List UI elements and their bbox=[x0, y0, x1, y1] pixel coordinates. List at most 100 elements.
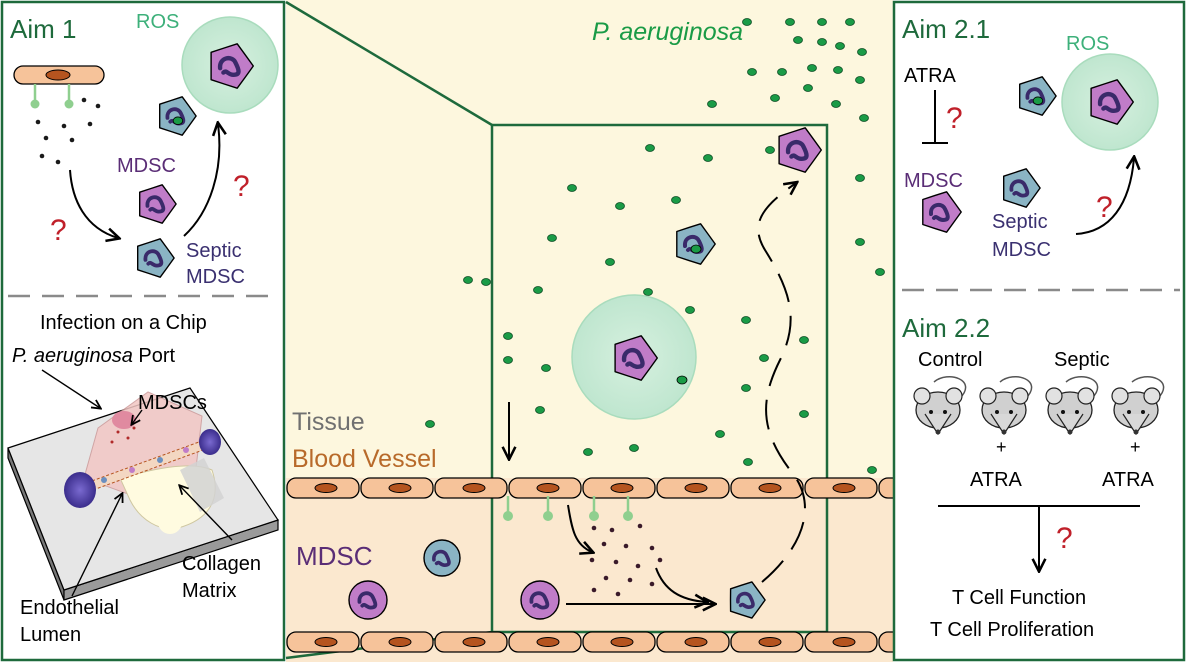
bacterium bbox=[643, 288, 653, 296]
bacterium bbox=[742, 18, 752, 26]
center-mdsc-vessel-2 bbox=[520, 580, 560, 620]
bacterium bbox=[503, 356, 513, 364]
aim22-septic-label: Septic bbox=[1054, 349, 1110, 371]
bacterium bbox=[715, 430, 725, 438]
aim1-arrows bbox=[69, 124, 219, 238]
aim21-cells bbox=[922, 76, 1134, 233]
aim22-atra-1: ATRA bbox=[970, 469, 1023, 491]
cytokine-dot bbox=[637, 523, 643, 529]
blood-vessel-label: Blood Vessel bbox=[292, 445, 437, 473]
bacterium bbox=[605, 258, 615, 266]
aim1-question-1: ? bbox=[50, 214, 67, 247]
chip-endo-label-1: Endothelial bbox=[20, 597, 119, 619]
bacterium bbox=[503, 332, 513, 340]
aim22-title: Aim 2.2 bbox=[902, 313, 990, 343]
cytokine-dot bbox=[601, 541, 607, 547]
bacterium bbox=[547, 234, 557, 242]
bacterium bbox=[867, 466, 877, 474]
aim1-endothelial-cell bbox=[13, 65, 105, 109]
center-septic-mdsc-vessel bbox=[423, 539, 461, 577]
chip-collagen-label-2: Matrix bbox=[182, 580, 236, 602]
tissue-label: Tissue bbox=[292, 408, 365, 436]
aim1-ros-label: ROS bbox=[136, 11, 179, 33]
mice-group bbox=[913, 376, 1165, 436]
bacterium bbox=[777, 68, 787, 76]
bacteria-label: P. aeruginosa bbox=[592, 18, 743, 46]
bacterium bbox=[817, 18, 827, 26]
bacterium bbox=[481, 278, 491, 286]
aim1-cytokine-dots bbox=[35, 97, 101, 165]
center-mdsc-label: MDSC bbox=[296, 541, 373, 571]
chip-device bbox=[7, 387, 279, 601]
bacterium bbox=[629, 444, 639, 452]
bacterium bbox=[707, 100, 717, 108]
aim1-cells bbox=[137, 43, 254, 278]
aim1-septic-label-1: Septic bbox=[186, 240, 242, 262]
center-mdsc-vessel-1 bbox=[348, 580, 388, 620]
bacterium bbox=[855, 174, 865, 182]
aim1-ros-mdsc bbox=[210, 43, 254, 89]
bacterium bbox=[875, 268, 885, 276]
center-ros-mdsc-top bbox=[778, 127, 822, 173]
bacterium bbox=[855, 76, 865, 84]
center-septic-mdsc-tissue bbox=[676, 223, 716, 265]
aim1-septic-mdsc bbox=[137, 238, 175, 278]
center-arrows bbox=[509, 183, 806, 604]
cytokine-dot bbox=[627, 577, 633, 583]
cytokine-dots bbox=[589, 523, 663, 597]
chip-port-label: P. aeruginosa Port bbox=[12, 345, 176, 367]
cytokine-dot bbox=[649, 545, 655, 551]
aim22-atra-2: ATRA bbox=[1102, 469, 1155, 491]
chip-endo-label-2: Lumen bbox=[20, 624, 81, 646]
bacterium bbox=[671, 196, 681, 204]
aim22-converge bbox=[938, 505, 1140, 570]
bacterium bbox=[645, 144, 655, 152]
bacterium bbox=[845, 18, 855, 26]
aim1-title: Aim 1 bbox=[10, 14, 76, 44]
mouse-icon bbox=[979, 376, 1033, 436]
bacteria-cluster bbox=[425, 18, 885, 474]
bacterium bbox=[817, 38, 827, 46]
bacterium bbox=[835, 42, 845, 50]
aim1-mdsc-label: MDSC bbox=[117, 155, 176, 177]
cytokine-dot bbox=[657, 557, 663, 563]
chip-title: Infection on a Chip bbox=[40, 312, 207, 334]
tissue-region bbox=[286, 0, 893, 478]
aim1-septic-label-2: MDSC bbox=[186, 266, 245, 288]
bacterium bbox=[463, 276, 473, 284]
bacterium bbox=[703, 154, 713, 162]
recruit-arrow bbox=[655, 567, 706, 602]
receptors bbox=[503, 496, 633, 521]
bacterium bbox=[535, 406, 545, 414]
bacterium bbox=[425, 420, 435, 428]
aim21-mdsc bbox=[922, 191, 962, 233]
aim21-inhibition-line bbox=[922, 90, 948, 144]
migration-dashed-path bbox=[757, 183, 806, 583]
center-septic-mdsc-arrived bbox=[729, 581, 766, 619]
aim21-question-2: ? bbox=[1096, 191, 1113, 224]
cytokine-dot bbox=[613, 559, 619, 565]
aim21-arrow bbox=[1075, 158, 1134, 235]
aim1-question-2: ? bbox=[233, 170, 250, 203]
bacterium bbox=[799, 410, 809, 418]
chemokine-arrow bbox=[567, 504, 592, 552]
bacterium bbox=[741, 316, 751, 324]
aim22-plus-2: + bbox=[1130, 437, 1141, 457]
cytokine-dot bbox=[589, 557, 595, 563]
aim22-control-label: Control bbox=[918, 349, 982, 371]
aim1-mdsc bbox=[139, 184, 177, 224]
bacterium bbox=[541, 364, 551, 372]
bacterium bbox=[747, 68, 757, 76]
chip-collagen-label-1: Collagen bbox=[182, 553, 261, 575]
bacterium bbox=[785, 18, 795, 26]
bacterium bbox=[583, 448, 593, 456]
bacterium bbox=[833, 66, 843, 74]
aim21-septic-label-2: MDSC bbox=[992, 239, 1051, 261]
bacterium bbox=[765, 146, 775, 154]
chip-mdscs-label: MDSCs bbox=[138, 392, 207, 414]
bacterium bbox=[859, 114, 869, 122]
aim1-septic-mdsc-top bbox=[159, 96, 197, 136]
aim22-outcome-1: T Cell Function bbox=[952, 587, 1086, 609]
mouse-icon bbox=[1111, 376, 1165, 436]
